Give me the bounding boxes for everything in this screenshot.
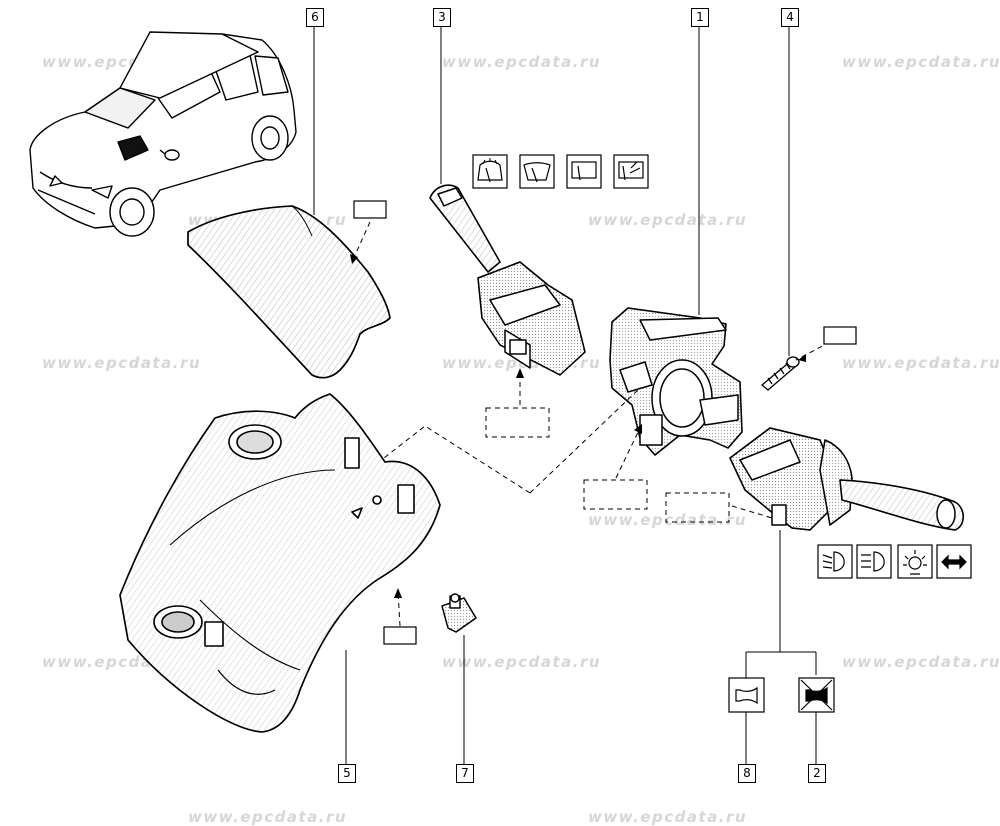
horn-icon [728, 677, 765, 713]
callout-1: 1 [691, 8, 709, 27]
wiper-icon [519, 154, 555, 189]
watermark: www.epcdata.ru [842, 354, 1000, 372]
dipped-beam-icon [817, 544, 853, 579]
callout-4: 4 [781, 8, 799, 27]
arrow-heads [350, 254, 806, 598]
no-horn-icon [798, 677, 835, 713]
watermark: www.epcdata.ru [588, 211, 748, 229]
callout-8: 8 [738, 764, 756, 783]
horn-icon-row [728, 677, 835, 713]
side-light-icon [897, 544, 933, 579]
callout-6: 6 [306, 8, 324, 27]
upper-steering-column-cowl [187, 205, 391, 379]
fixing-screw [760, 356, 800, 391]
watermark: www.epcdata.ru [588, 511, 748, 529]
callout-5: 5 [338, 764, 356, 783]
lower-steering-column-cowl [119, 393, 441, 733]
watermark: www.epcdata.ru [842, 653, 1000, 671]
watermark: www.epcdata.ru [442, 653, 602, 671]
watermark: www.epcdata.ru [842, 53, 1000, 71]
wiper-stalk-switch [429, 184, 586, 376]
callout-3: 3 [433, 8, 451, 27]
rear-wiper-icon [566, 154, 602, 189]
wiper-icon-row [472, 154, 649, 189]
lighting-icon-row [817, 544, 972, 579]
washer-icon [613, 154, 649, 189]
front-wiper-icon [472, 154, 508, 189]
callout-7: 7 [456, 764, 474, 783]
lighting-stalk-switch [729, 427, 964, 531]
main-beam-icon [856, 544, 892, 579]
steering-switch-body [609, 307, 743, 456]
watermark: www.epcdata.ru [42, 354, 202, 372]
callout-2: 2 [808, 764, 826, 783]
vehicle-locator-illustration [29, 31, 297, 237]
retaining-clip [441, 593, 477, 633]
direction-indicator-icon [936, 544, 972, 579]
leader-lines [313, 26, 817, 764]
watermark: www.epcdata.ru [442, 53, 602, 71]
reference-boxes [353, 200, 857, 645]
assembly-reference-lines [351, 221, 831, 627]
